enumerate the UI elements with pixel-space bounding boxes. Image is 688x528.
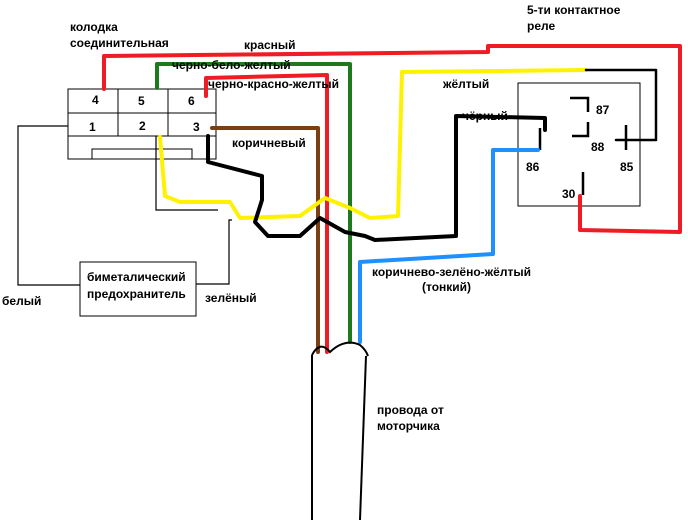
wire-black: [206, 114, 547, 242]
wire-red: [102, 44, 682, 234]
relay-pin-30: 30: [562, 187, 576, 201]
label-green: зелёный: [205, 291, 257, 305]
wire-yellow: [158, 68, 588, 220]
label-brown-green-yellow-1: коричнево-зелёно-жёлтый: [372, 265, 531, 279]
label-brown-green-yellow-2: (тонкий): [422, 280, 471, 294]
pin-6: 6: [188, 94, 195, 108]
label-relay-1: 5-ти контактное: [527, 3, 621, 17]
thin-wires: [17, 125, 232, 286]
connector-latch: [91, 148, 193, 160]
motor-cable: [311, 341, 369, 521]
cable-right-edge: [359, 355, 367, 521]
relay-pin-88: 88: [591, 140, 605, 154]
relay-tab-88: [572, 122, 590, 138]
label-yellow: жёлтый: [442, 77, 489, 91]
label-black: чёрный: [462, 109, 508, 123]
pin-1: 1: [89, 120, 96, 134]
pin-2: 2: [139, 119, 146, 133]
relay-outline: [517, 82, 641, 207]
pin-3: 3: [193, 120, 200, 134]
wire-thin-pin2: [155, 136, 218, 211]
label-motor-2: моторчика: [377, 419, 440, 433]
relay-pin-86: 86: [526, 160, 540, 174]
label-brown: коричневый: [232, 136, 306, 150]
label-motor-1: провода от: [377, 403, 444, 417]
relay-pin-87: 87: [596, 103, 610, 117]
relay-pin-85: 85: [620, 160, 634, 174]
wire-green-thick: [155, 62, 352, 344]
pin-5: 5: [138, 94, 145, 108]
label-fuse-1: биметалический: [87, 270, 186, 284]
label-relay-2: реле: [527, 19, 555, 33]
bimetal-fuse: [79, 261, 197, 317]
label-black-red-yellow: черно-красно-желтый: [208, 77, 339, 91]
cable-end: [311, 341, 369, 357]
wire-brown: [210, 126, 320, 354]
fuse-outline: [79, 261, 197, 317]
wire-green: [196, 219, 232, 285]
label-red: красный: [244, 38, 296, 52]
label-connector-1: колодка: [70, 20, 118, 34]
wire-white: [17, 125, 80, 286]
label-white: белый: [2, 294, 41, 308]
wire-blue: [358, 148, 540, 344]
pin-4: 4: [92, 93, 99, 107]
relay: 87 88 86 85 30: [517, 82, 641, 207]
relay-tab-87: [570, 96, 590, 112]
connector-block: 4 5 6 1 2 3: [67, 88, 217, 160]
label-fuse-2: предохранитель: [87, 287, 186, 301]
label-black-white-yellow: черно-бело-желтый: [172, 58, 291, 72]
wire-black-red-yellow: [204, 73, 329, 354]
wire-black-relay-coil: [584, 68, 658, 142]
label-connector-2: соединительная: [70, 36, 169, 50]
